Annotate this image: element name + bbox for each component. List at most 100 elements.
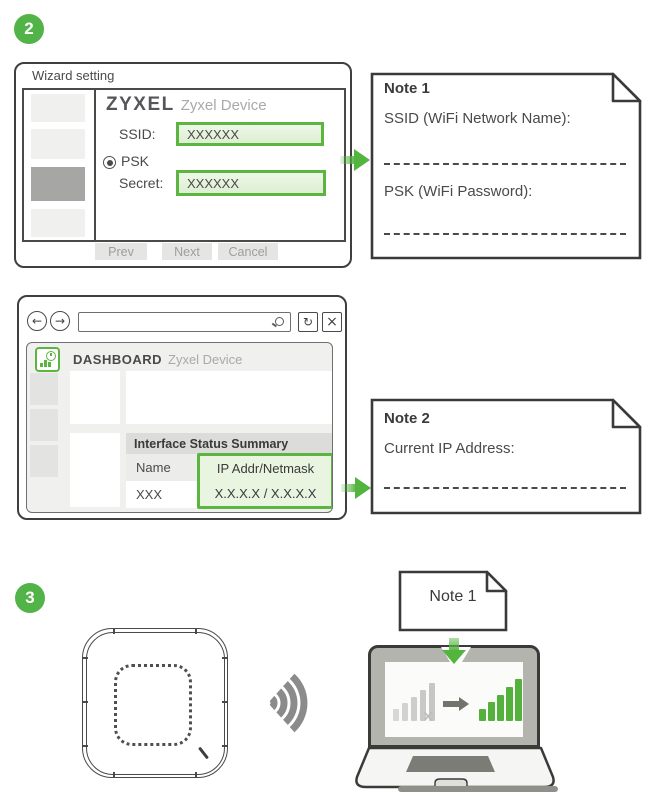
step-2-label: 2 [24, 19, 34, 38]
zyxel-logo: ZYXEL [106, 94, 175, 115]
dashboard-widget [126, 371, 332, 424]
interface-status-summary-header: Interface Status Summary [126, 433, 332, 454]
laptop-base-notch [434, 778, 468, 788]
wizard-sidebar-step-active [31, 167, 85, 201]
back-icon: ← [31, 314, 43, 328]
close-icon: × [326, 314, 338, 330]
seam-tick [222, 745, 228, 747]
dashboard-icon-bar [44, 360, 47, 367]
wizard-title: Wizard setting [32, 68, 115, 83]
step-3-badge: 3 [15, 583, 45, 613]
note2-line1: Current IP Address: [384, 440, 515, 457]
dashboard-widget [70, 371, 120, 424]
back-button[interactable]: ← [27, 311, 47, 331]
dashboard-sidebar-item [30, 373, 58, 405]
note2-writein-line [384, 487, 626, 489]
note-paper-outline [370, 72, 642, 260]
access-point-device [82, 628, 228, 778]
wizard-sidebar-divider [94, 90, 96, 240]
secret-input[interactable]: XXXXXX [176, 170, 326, 196]
arrow-tail [340, 156, 355, 164]
ssid-input[interactable]: XXXXXX [176, 122, 324, 146]
dashboard-widget [70, 433, 120, 507]
next-button[interactable]: Next [162, 243, 212, 260]
table-col-ip: IP Addr/Netmask [216, 461, 315, 476]
refresh-icon: ↻ [302, 315, 314, 329]
forward-button[interactable]: → [50, 311, 70, 331]
dashboard-icon-bar [48, 362, 51, 367]
note1-title: Note 1 [384, 80, 430, 97]
ssid-value: XXXXXX [187, 126, 240, 142]
prev-button[interactable]: Prev [95, 243, 147, 260]
note1-line1: SSID (WiFi Network Name): [384, 110, 571, 127]
ssid-label: SSID: [119, 126, 156, 142]
secret-value: XXXXXX [187, 175, 240, 191]
seam-tick [82, 745, 88, 747]
table-col-name: Name [126, 454, 197, 481]
note2-title: Note 2 [384, 410, 430, 427]
table-row-name-value: XXX [126, 481, 197, 508]
close-button[interactable]: × [322, 312, 342, 332]
brand-row: ZYXEL Zyxel Device [106, 94, 267, 116]
laptop-note-paper: Note 1 [398, 570, 508, 632]
device-name: Zyxel Device [180, 97, 267, 114]
seam-tick [222, 657, 228, 659]
arrow-head [355, 477, 371, 499]
psk-label: PSK [121, 153, 150, 169]
ip-addr-highlight-box: IP Addr/Netmask X.X.X.X / X.X.X.X [197, 453, 332, 509]
note-paper-outline [370, 398, 642, 515]
seam-tick [113, 628, 115, 634]
arrow-tail [449, 638, 459, 651]
address-input[interactable] [83, 314, 267, 331]
step-3-label: 3 [25, 588, 35, 607]
secret-label: Secret: [119, 175, 164, 191]
arrow-head [442, 650, 466, 664]
step-2-badge: 2 [14, 14, 44, 44]
device-label: Zyxel Device [168, 352, 243, 367]
search-icon [275, 317, 284, 326]
access-point-inner-edge [85, 631, 225, 775]
signal-bars-strong-icon [479, 679, 522, 721]
dashboard-icon[interactable] [35, 347, 60, 372]
seam-tick [82, 701, 88, 703]
note-paper-outline [398, 570, 508, 632]
laptop-front-edge [398, 786, 558, 792]
access-point-vent-icon [114, 664, 192, 746]
wizard-sidebar-step [31, 94, 85, 122]
dashboard-sidebar-item [30, 409, 58, 441]
note1-paper: Note 1 SSID (WiFi Network Name): PSK (Wi… [370, 72, 642, 260]
arrow-down-icon [442, 638, 466, 664]
psk-radio[interactable] [103, 156, 116, 169]
seam-tick [82, 657, 88, 659]
address-bar[interactable] [78, 312, 291, 332]
laptop-trackpad [406, 756, 495, 772]
wizard-sidebar-step [31, 129, 85, 159]
no-signal-x-icon: × [422, 707, 435, 725]
seam-tick [195, 772, 197, 778]
arrow-head [354, 149, 370, 171]
laptop-note-title: Note 1 [429, 588, 477, 605]
seam-tick [222, 701, 228, 703]
dashboard-icon-clock [46, 351, 56, 361]
laptop-base [355, 746, 555, 789]
wifi-signal-icon [269, 673, 308, 733]
wizard-panel: ZYXEL Zyxel Device SSID: XXXXXX PSK Secre… [22, 88, 346, 242]
cancel-button[interactable]: Cancel [218, 243, 278, 260]
wizard-sidebar-step [31, 209, 85, 237]
refresh-button[interactable]: ↻ [298, 312, 318, 332]
forward-icon: → [54, 314, 66, 328]
laptop-display: × [385, 662, 523, 737]
dashboard-sidebar-item [30, 445, 58, 477]
seam-tick [113, 772, 115, 778]
seam-tick [195, 628, 197, 634]
table-row-ip-value: X.X.X.X / X.X.X.X [214, 486, 317, 501]
note1-writein-line1 [384, 163, 626, 165]
wizard-window: Wizard setting ZYXEL Zyxel Device SSID: X… [14, 62, 352, 268]
note1-writein-line2 [384, 233, 626, 235]
note1-line2: PSK (WiFi Password): [384, 183, 533, 200]
arrow-tail [341, 484, 356, 492]
